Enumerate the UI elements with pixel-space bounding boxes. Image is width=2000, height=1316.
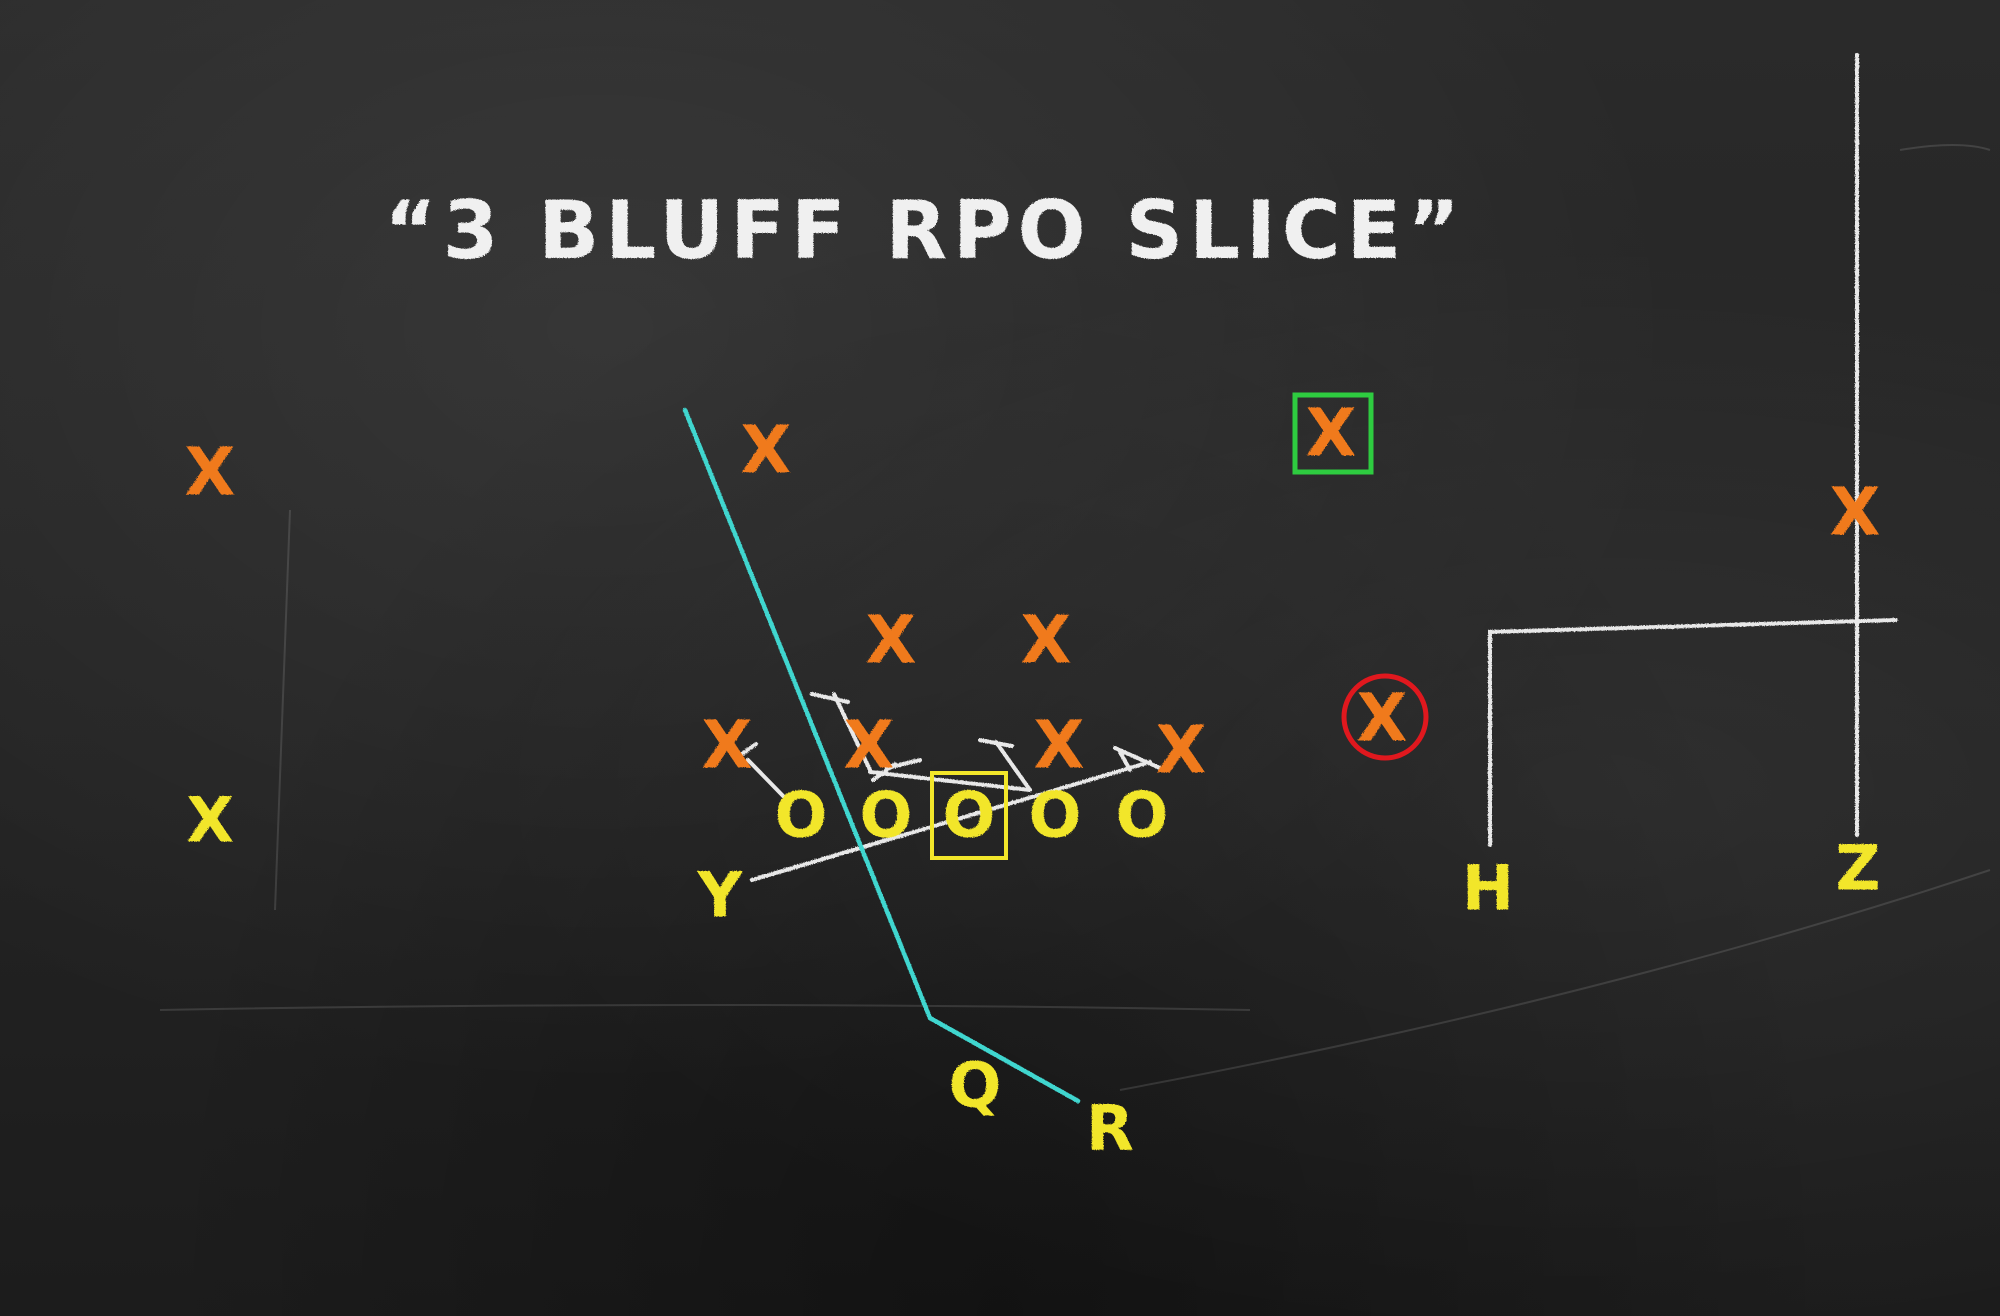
block-mark-rt [1118, 750, 1132, 772]
defense: X X X X X X X X X X X [185, 395, 1881, 789]
block-mark-lg-cap [810, 692, 850, 704]
lineman-center: O [943, 779, 996, 852]
defender-tackle-right: X [1034, 707, 1085, 784]
lineman-right-tackle: O [1116, 779, 1169, 852]
block-mark-lt [746, 758, 789, 802]
block-mark-rg [994, 740, 1032, 792]
defender-tackle-left: X [844, 707, 895, 784]
block-mark-lt-cap [740, 742, 758, 756]
defender-end-left: X [702, 707, 753, 784]
defender-linebacker-left: X [866, 602, 917, 679]
block-mark-rt-cap [1113, 746, 1162, 770]
route-lines [740, 53, 1898, 882]
lineman-right-guard: O [1029, 779, 1082, 852]
read-line [682, 407, 1081, 1104]
center-box [930, 771, 1008, 860]
running-back-r: R [1086, 1092, 1134, 1165]
defender-key-safety: X [1306, 395, 1357, 472]
defender-read-overhang: X [1357, 680, 1408, 757]
block-mark-lg [832, 692, 872, 772]
slot-h: H [1462, 852, 1514, 925]
lineman-left-guard: O [860, 779, 913, 852]
quarterback-q: Q [949, 1049, 1002, 1122]
read-defender-circle [1341, 673, 1429, 761]
defender-left-corner: X [185, 434, 236, 511]
y-slice-route [750, 760, 1152, 882]
defender-right-corner: X [1830, 474, 1881, 551]
receiver-x: X [186, 784, 234, 857]
key-defender-box [1292, 392, 1374, 475]
chalk-smudges [159, 144, 1991, 1091]
offense: X O O O O O Y Q R H Z [186, 779, 1880, 1165]
defender-left-safety: X [741, 412, 792, 489]
tight-end-y: Y [697, 859, 744, 932]
receiver-z: Z [1836, 832, 1881, 905]
defender-linebacker-right: X [1021, 602, 1072, 679]
defender-end-right: X [1156, 712, 1207, 789]
play-title: “3 BLUFF RPO SLICE” [384, 184, 1466, 277]
block-mark-center [868, 770, 1032, 792]
block-mark-rg-cap [978, 738, 1014, 748]
lineman-left-tackle: O [775, 779, 828, 852]
h-route [1488, 618, 1898, 847]
